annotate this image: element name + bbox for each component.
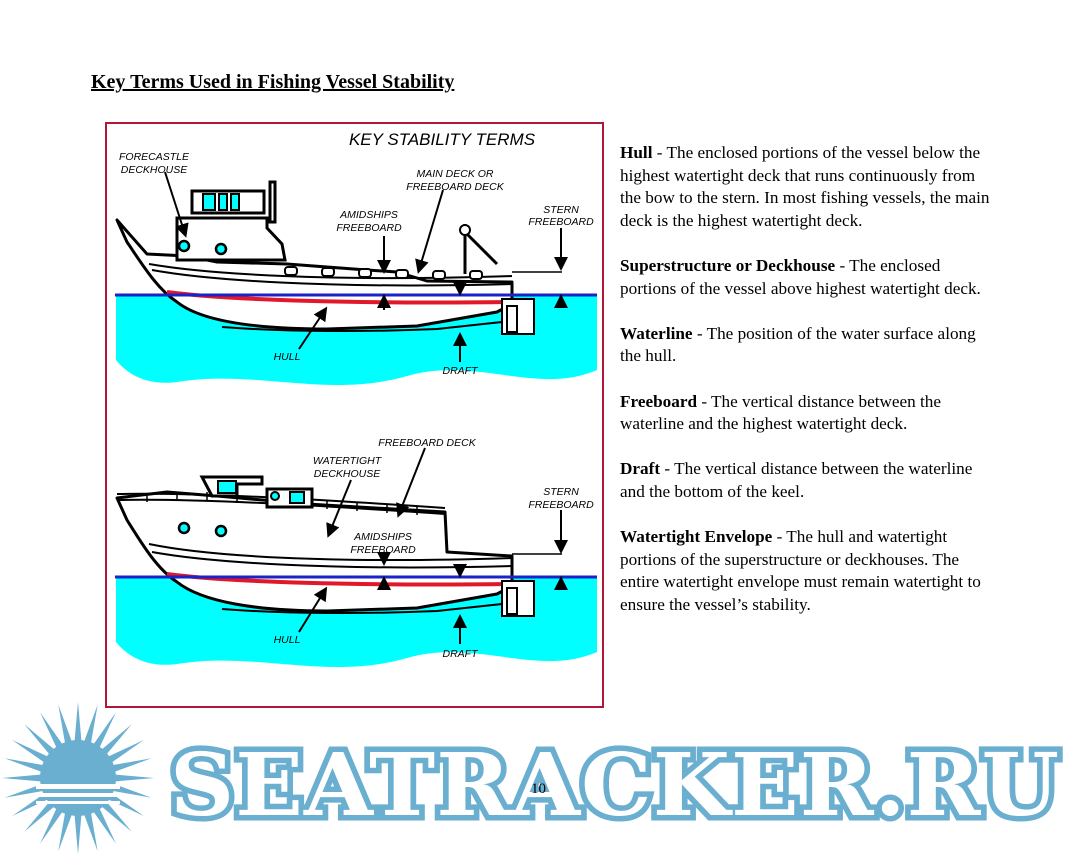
stability-diagram: KEY STABILITY TERMS	[105, 122, 604, 708]
label-stern-bottom-1: STERN	[543, 486, 579, 498]
sun-ray	[12, 791, 51, 816]
sun-ray	[24, 724, 57, 757]
sun-ray	[4, 783, 47, 798]
term-draft: Draft	[620, 459, 661, 479]
term-superstructure: Superstructure or Deckhouse	[620, 255, 836, 275]
page-number: 10	[531, 781, 546, 797]
def-text-watertight-envelope: - The hull and watertight portions of th…	[620, 527, 981, 614]
def-text-waterline: - The position of the water surface alon…	[620, 323, 976, 366]
definition-freeboard: Freeboard - The vertical distance betwee…	[620, 391, 1000, 436]
sun-logo-icon	[2, 702, 154, 854]
sun-ray	[91, 712, 116, 751]
definitions-list: Hull - The enclosed portions of the vess…	[620, 142, 1000, 639]
term-waterline: Waterline	[620, 323, 693, 343]
sun-ray	[40, 805, 65, 844]
label-forecastle-2: DECKHOUSE	[121, 164, 189, 176]
label-watertight-2: DECKHOUSE	[314, 468, 382, 480]
label-hull-bottom: HULL	[274, 634, 301, 646]
sun-ray	[105, 740, 144, 765]
sun-ray	[83, 704, 98, 747]
label-forecastle-1: FORECASTLE	[119, 151, 190, 163]
sun-ray	[40, 712, 65, 751]
sun-ray	[74, 811, 82, 854]
term-watertight-envelope: Watertight Envelope	[620, 527, 773, 547]
label-stern-bottom-2: FREEBOARD	[528, 499, 594, 511]
label-freeboard-deck: FREEBOARD DECK	[378, 437, 476, 449]
sun-ray	[91, 805, 116, 844]
page-heading: Key Terms Used in Fishing Vessel Stabili…	[91, 71, 455, 93]
label-amidships-bottom-1: AMIDSHIPS	[353, 531, 412, 543]
watermark-text: SEATRACKER.RU	[170, 735, 1060, 836]
label-main-deck-1: MAIN DECK OR	[416, 168, 493, 180]
def-text-freeboard: - The vertical distance between the wate…	[620, 391, 942, 434]
label-amidships-2: FREEBOARD	[336, 222, 402, 234]
sun-ray	[58, 704, 73, 747]
sun-ray	[24, 799, 57, 832]
label-main-deck-2: FREEBOARD DECK	[406, 181, 504, 193]
label-draft: DRAFT	[443, 365, 480, 377]
watermark: SEATRACKER.RU	[2, 702, 1065, 854]
sun-ray	[109, 783, 152, 798]
def-text-draft: - The vertical distance between the wate…	[620, 459, 973, 501]
sun-ray	[105, 791, 144, 816]
sun-ray	[2, 774, 45, 782]
sun-ray	[111, 774, 154, 782]
term-hull: Hull	[620, 143, 653, 162]
definition-waterline: Waterline - The position of the water su…	[620, 323, 1000, 368]
label-watertight-1: WATERTIGHT	[313, 455, 383, 467]
sun-ray	[4, 758, 47, 773]
label-amidships-1: AMIDSHIPS	[339, 209, 398, 221]
diagram-svg: KEY STABILITY TERMS	[115, 130, 597, 667]
term-freeboard: Freeboard	[620, 391, 698, 411]
label-hull: HULL	[274, 351, 301, 363]
definition-draft: Draft - The vertical distance between th…	[620, 458, 1000, 503]
label-draft-bottom: DRAFT	[443, 648, 480, 660]
label-stern-1: STERN	[543, 204, 579, 216]
sun-ray	[83, 809, 98, 852]
def-text-superstructure: - The enclosed portions of the vessel ab…	[620, 255, 981, 298]
definition-superstructure: Superstructure or Deckhouse - The enclos…	[620, 255, 1000, 300]
label-stern-2: FREEBOARD	[528, 216, 594, 228]
figure-title: KEY STABILITY TERMS	[349, 130, 536, 149]
sun-ray	[99, 799, 132, 832]
definition-hull: Hull - The enclosed portions of the vess…	[620, 142, 1000, 232]
definition-watertight-envelope: Watertight Envelope - The hull and water…	[620, 526, 1000, 616]
sun-ray	[58, 809, 73, 852]
top-vessel: FORECASTLE DECKHOUSE MAIN DECK OR FREEBO…	[115, 151, 597, 385]
sun-ray	[99, 724, 132, 757]
sun-ray	[12, 740, 51, 765]
def-text-hull: - The enclosed portions of the vessel be…	[620, 143, 990, 230]
label-amidships-bottom-2: FREEBOARD	[350, 544, 416, 556]
top-cabin	[175, 180, 287, 262]
sun-ray	[109, 758, 152, 773]
sun-ray	[74, 702, 82, 745]
bottom-vessel: FREEBOARD DECK WATERTIGHT DECKHOUSE STER…	[115, 437, 597, 667]
